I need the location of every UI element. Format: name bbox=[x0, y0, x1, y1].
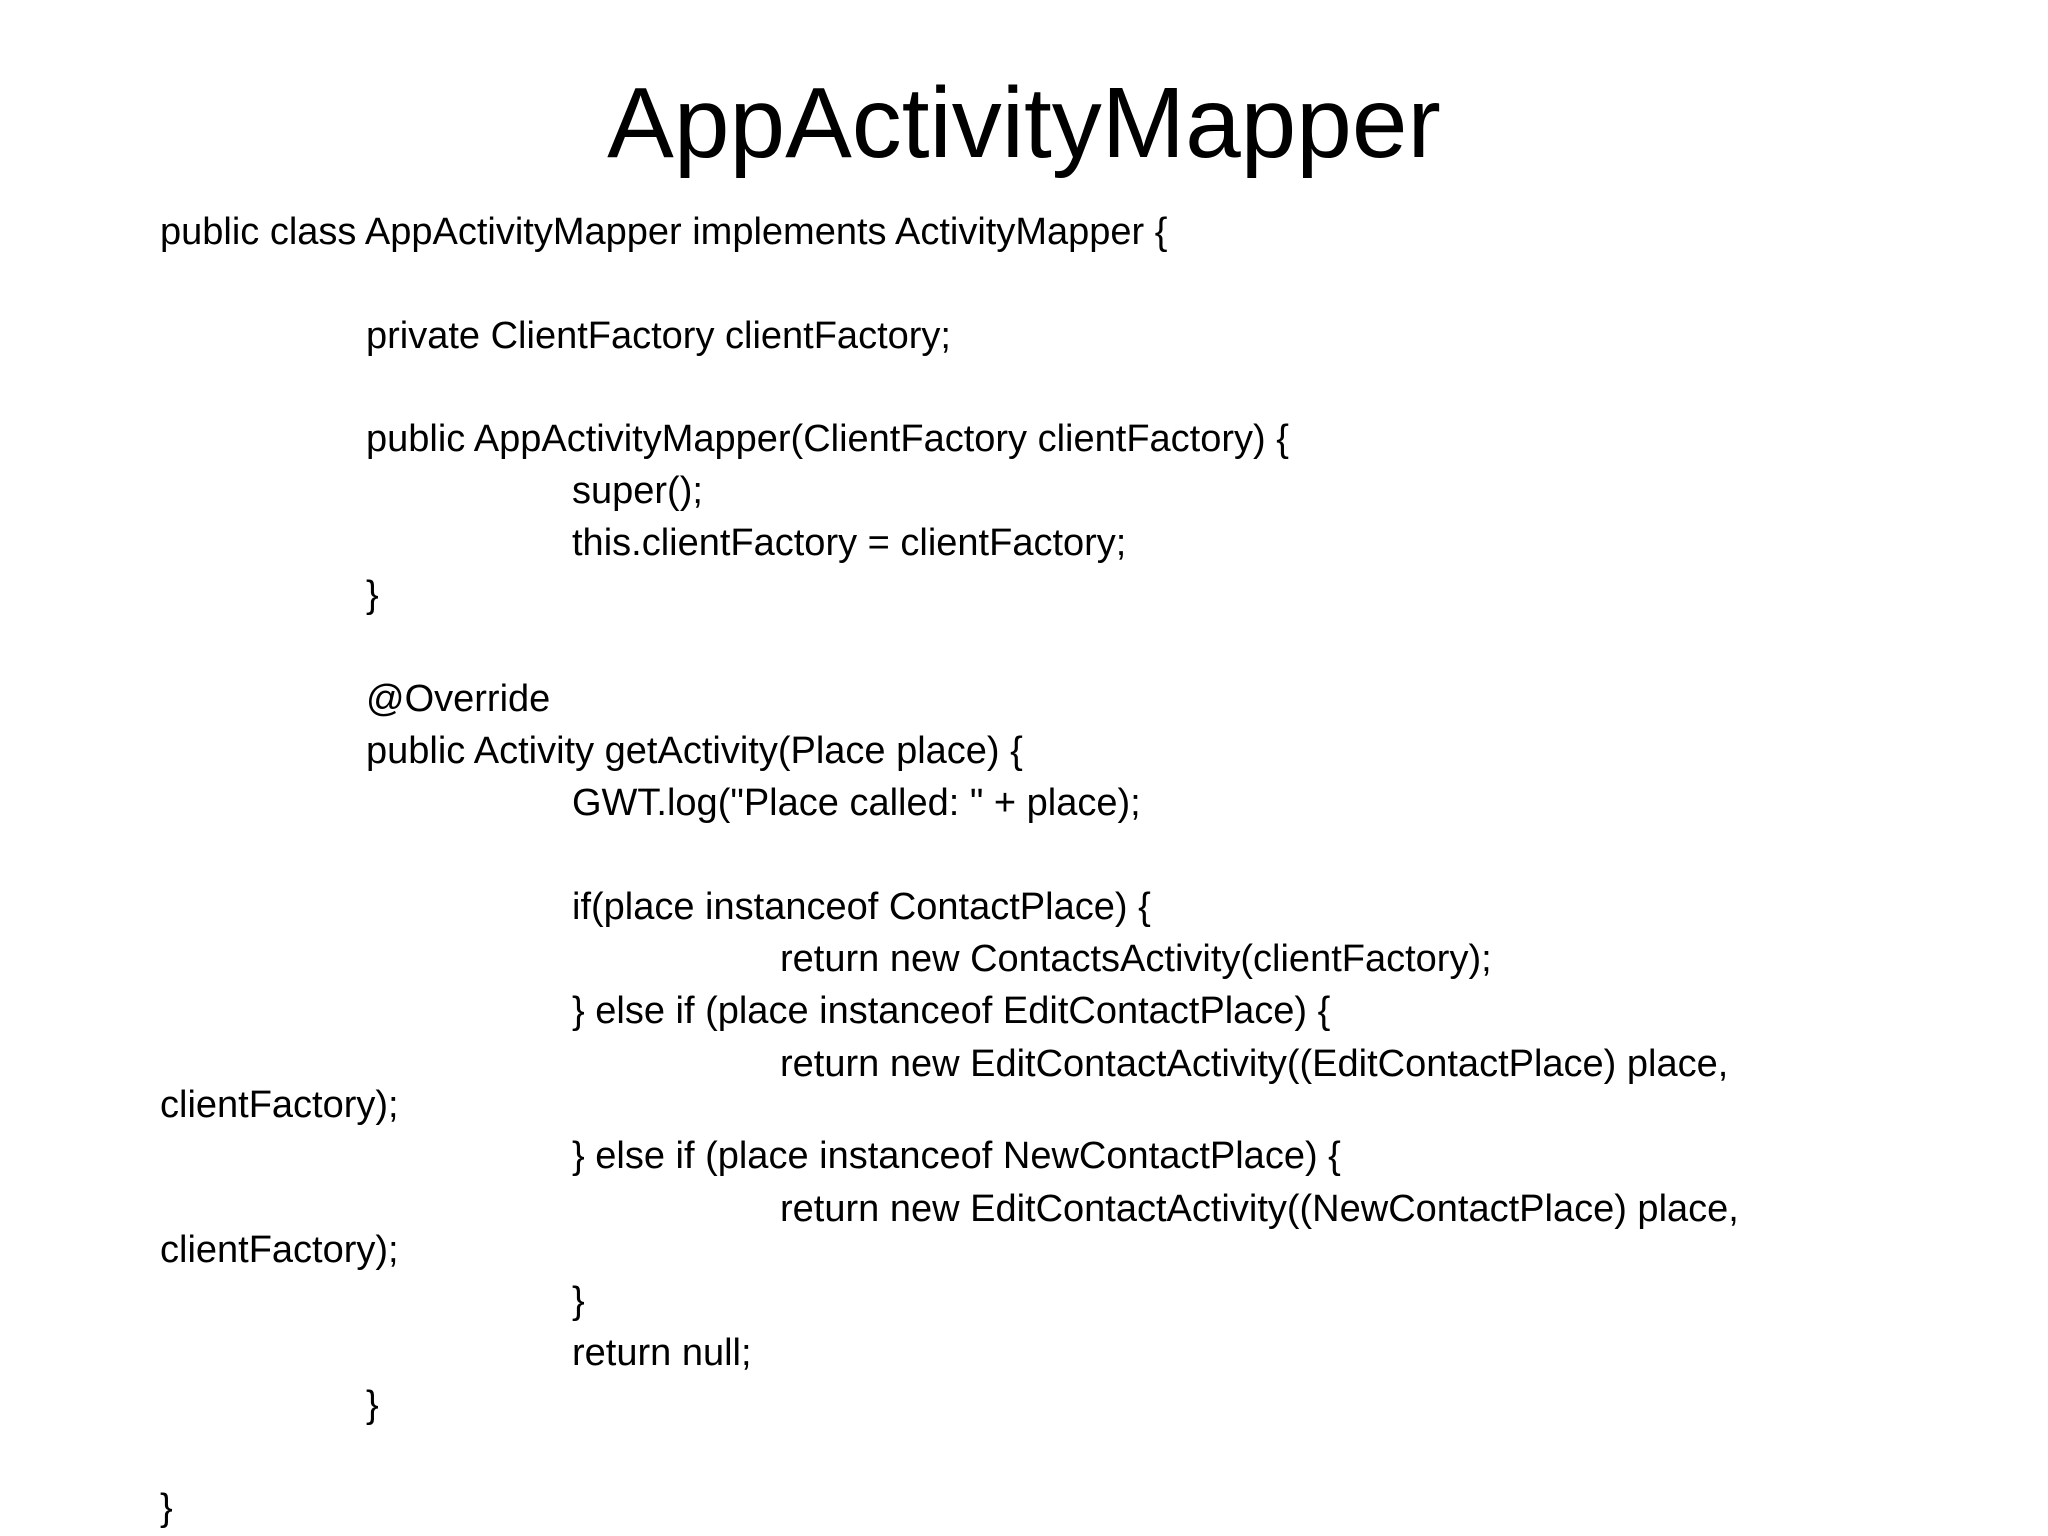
code-line: public AppActivityMapper(ClientFactory c… bbox=[366, 418, 1289, 460]
code-line: public Activity getActivity(Place place)… bbox=[366, 730, 1023, 772]
code-line: @Override bbox=[366, 678, 551, 720]
code-line: } else if (place instanceof NewContactPl… bbox=[572, 1135, 1341, 1177]
code-line: public class AppActivityMapper implement… bbox=[160, 211, 1168, 253]
code-line: GWT.log("Place called: " + place); bbox=[572, 782, 1141, 824]
code-line: return null; bbox=[572, 1332, 752, 1374]
code-line: return new ContactsActivity(clientFactor… bbox=[780, 938, 1492, 980]
code-line: return new EditContactActivity((NewConta… bbox=[780, 1188, 1739, 1230]
code-line: super(); bbox=[572, 470, 703, 512]
code-line: } else if (place instanceof EditContactP… bbox=[572, 990, 1331, 1032]
code-line: private ClientFactory clientFactory; bbox=[366, 315, 951, 357]
slide-title: AppActivityMapper bbox=[607, 67, 1441, 179]
code-line: } bbox=[160, 1487, 173, 1529]
code-line: this.clientFactory = clientFactory; bbox=[572, 522, 1127, 564]
code-line: } bbox=[366, 1384, 379, 1426]
code-line: clientFactory); bbox=[160, 1229, 399, 1271]
code-line: return new EditContactActivity((EditCont… bbox=[780, 1043, 1729, 1085]
code-line: } bbox=[572, 1280, 585, 1322]
code-line: } bbox=[366, 574, 379, 616]
code-line: clientFactory); bbox=[160, 1084, 399, 1126]
code-line: if(place instanceof ContactPlace) { bbox=[572, 886, 1151, 928]
